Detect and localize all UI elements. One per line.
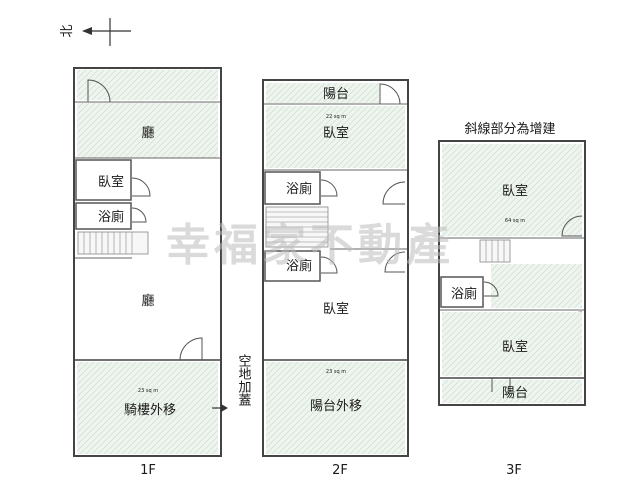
f1-top-strip-hatch — [77, 70, 218, 100]
f3-bedroom-front-area: 64 sq m — [505, 218, 525, 224]
f2-balcony-door-icon — [379, 83, 401, 105]
north-label: 北 — [60, 24, 75, 37]
floor-3f: 臥室 64 sq m 浴廁 臥室 陽台 3F — [438, 140, 586, 478]
f3-bedroom-back-hatch — [442, 312, 582, 376]
north-arrow-head — [82, 27, 92, 35]
floor-2f-name: 2F — [332, 463, 348, 478]
f2-balcony-ext-hatch — [266, 362, 405, 454]
f3-middle-hatch — [491, 264, 582, 308]
f1-bedroom-box — [75, 159, 132, 201]
f2-bath-b-label: 浴廁 — [286, 258, 312, 274]
f2-balcony-ext-label: 陽台外移 — [310, 399, 362, 414]
f1-door-top-icon — [87, 79, 111, 103]
watermark: 幸福家不動產 — [166, 220, 454, 271]
f2-bedroom-front-hatch — [266, 106, 405, 168]
f3-bedroom-front-hatch — [442, 144, 582, 236]
f2-balcony-top-label: 陽台 — [323, 87, 349, 102]
f2-stairs-icon — [265, 206, 329, 248]
floor-1f-name: 1F — [140, 463, 156, 478]
f1-hall-top-label: 廳 — [141, 125, 154, 141]
f1-hall-main-label: 廳 — [141, 293, 154, 309]
f1-bath-box — [75, 202, 132, 230]
annex-pointer — [212, 404, 228, 412]
compass: 北 — [60, 18, 131, 46]
f2-bath-b-box — [264, 250, 321, 282]
f2-door-right2-icon — [384, 251, 406, 273]
f3-bath-box — [440, 276, 484, 308]
f1-bath-label: 浴廁 — [98, 209, 124, 225]
f2-bath-a-door-icon — [320, 179, 338, 197]
floor-3f-name: 3F — [506, 463, 522, 478]
f1-bedroom-label: 臥室 — [98, 174, 124, 190]
f1-bath-door-icon — [131, 207, 147, 223]
f2-bedroom-front-label: 臥室 — [323, 125, 349, 141]
f2-balcony-top-hatch — [266, 83, 379, 103]
f3-balcony-hatch — [442, 380, 582, 403]
f3-balcony-door-icon — [491, 378, 511, 392]
f3-bedroom-back-label: 臥室 — [502, 339, 528, 355]
f3-door-right-icon — [561, 215, 583, 237]
f3-stairs-icon — [479, 239, 511, 263]
f1-arcade-hatch — [77, 362, 218, 454]
f2-bedroom-front-area: 22 sq m — [326, 114, 346, 120]
f3-bath-door-icon — [483, 281, 499, 297]
floor-1f: 廳 臥室 浴廁 廳 23 sq m 騎樓外移 1F — [73, 67, 222, 478]
f2-bath-a-label: 浴廁 — [286, 181, 312, 197]
floor-2f: 陽台 22 sq m 臥室 浴廁 浴廁 臥室 23 sq m 陽台外移 2F — [262, 79, 409, 478]
f2-bath-b-door-icon — [320, 256, 338, 274]
f3-balcony-label: 陽台 — [502, 386, 528, 401]
f1-main-door-icon — [179, 337, 203, 361]
f2-bedroom-back-label: 臥室 — [323, 301, 349, 317]
f3-bath-label: 浴廁 — [451, 286, 477, 302]
f2-door-right-icon — [382, 181, 406, 205]
f1-arcade-area: 23 sq m — [138, 388, 158, 394]
f1-stairs-icon — [77, 231, 149, 255]
addition-note: 斜線部分為增建 — [464, 121, 555, 137]
f1-bedroom-door-icon — [131, 177, 151, 197]
f1-arcade-label: 騎樓外移 — [124, 403, 176, 418]
f2-balcony-ext-area: 23 sq m — [326, 369, 346, 375]
f3-bedroom-front-label: 臥室 — [502, 183, 528, 199]
f1-hall-top-hatch — [77, 103, 218, 158]
f2-bath-a-box — [264, 171, 321, 205]
annex-label: 空地加蓋 — [236, 354, 252, 406]
